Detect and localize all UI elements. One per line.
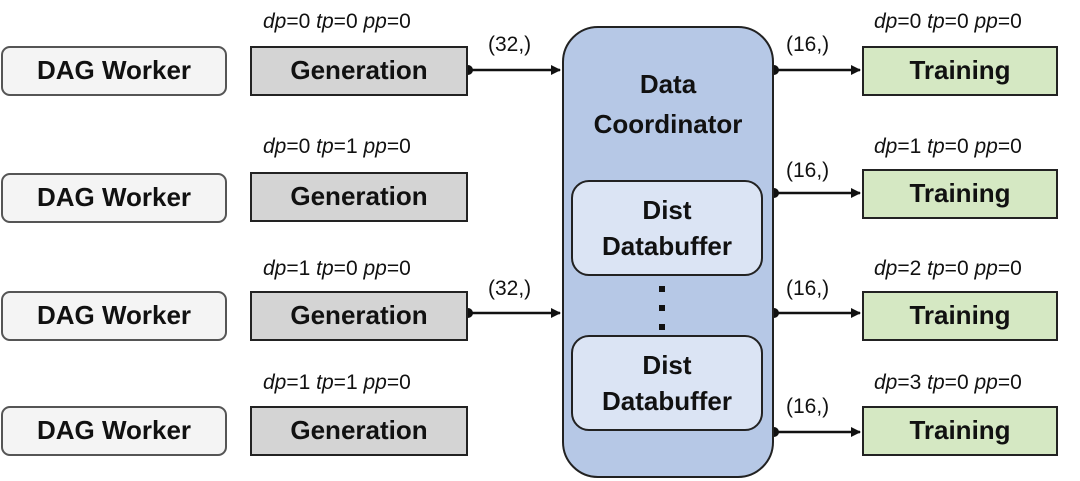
dag-worker-label: DAG Worker xyxy=(36,182,192,213)
dag-worker-box: DAG Worker xyxy=(1,406,227,456)
dag-worker-label: DAG Worker xyxy=(36,415,192,446)
training-box: Training xyxy=(862,291,1058,341)
training-box: Training xyxy=(862,46,1058,96)
generation-box: Generation xyxy=(250,406,468,456)
input-arrow-2 xyxy=(463,308,561,318)
training-label: Training xyxy=(909,55,1011,86)
input-shape-label: (32,) xyxy=(488,277,532,300)
dag-worker-box: DAG Worker xyxy=(1,291,227,341)
output-arrow-2 xyxy=(769,188,861,198)
output-shape-label: (16,) xyxy=(786,277,830,300)
generation-parallel-label: dp=0 tp=0 pp=0 xyxy=(263,10,411,33)
data-coordinator-title: Data Coordinator xyxy=(593,69,743,139)
generation-parallel-label: dp=1 tp=0 pp=0 xyxy=(263,257,411,280)
training-parallel-label: dp=1 tp=0 pp=0 xyxy=(874,135,1022,158)
training-box: Training xyxy=(862,406,1058,456)
generation-label: Generation xyxy=(290,415,428,446)
training-label: Training xyxy=(909,415,1011,446)
generation-label: Generation xyxy=(290,181,428,212)
dag-worker-box: DAG Worker xyxy=(1,46,227,96)
training-parallel-label: dp=3 tp=0 pp=0 xyxy=(874,371,1022,394)
generation-parallel-label: dp=0 tp=1 pp=0 xyxy=(263,135,411,158)
output-arrow-1 xyxy=(769,65,861,75)
output-arrow-3 xyxy=(769,308,861,318)
generation-box: Generation xyxy=(250,46,468,96)
dag-worker-label: DAG Worker xyxy=(36,300,192,331)
dag-worker-box: DAG Worker xyxy=(1,173,227,223)
training-label: Training xyxy=(909,300,1011,331)
dag-worker-label: DAG Worker xyxy=(36,55,192,86)
output-shape-label: (16,) xyxy=(786,33,830,56)
output-shape-label: (16,) xyxy=(786,159,830,182)
training-box: Training xyxy=(862,169,1058,219)
input-arrow-1 xyxy=(463,65,561,75)
generation-label: Generation xyxy=(290,55,428,86)
ellipsis-dots xyxy=(655,286,669,330)
output-arrow-4 xyxy=(769,427,861,437)
training-parallel-label: dp=0 tp=0 pp=0 xyxy=(874,10,1022,33)
generation-box: Generation xyxy=(250,172,468,222)
generation-parallel-label: dp=1 tp=1 pp=0 xyxy=(263,371,411,394)
training-parallel-label: dp=2 tp=0 pp=0 xyxy=(874,257,1022,280)
output-shape-label: (16,) xyxy=(786,395,830,418)
generation-label: Generation xyxy=(290,300,428,331)
training-label: Training xyxy=(909,178,1011,209)
generation-box: Generation xyxy=(250,291,468,341)
input-shape-label: (32,) xyxy=(488,33,532,56)
